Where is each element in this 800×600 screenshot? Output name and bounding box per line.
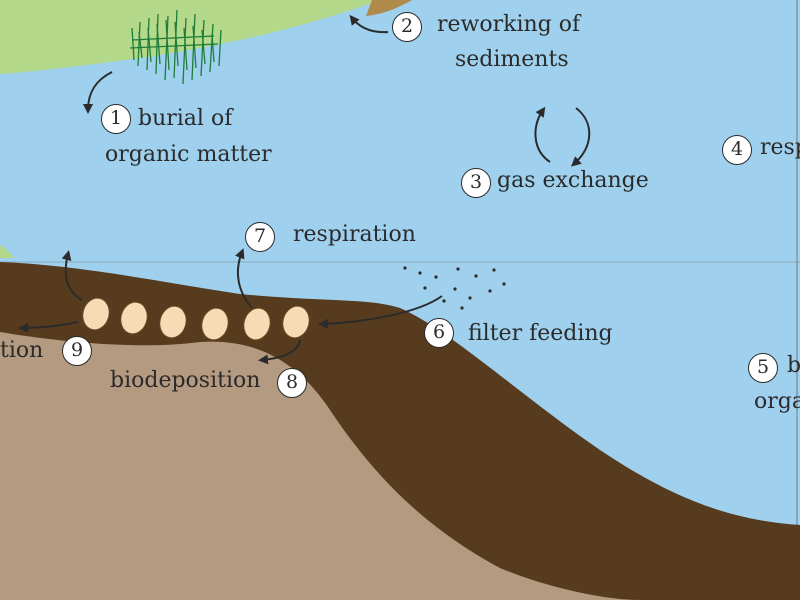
respiration-label: respiration — [293, 222, 416, 247]
arrow-respiration-left — [61, 250, 83, 301]
arrow-burial — [83, 71, 113, 114]
mussel — [201, 307, 229, 341]
process-number-8: 8 — [277, 368, 307, 398]
process-number-3: 3 — [461, 168, 491, 198]
process-number-1: 1 — [101, 104, 131, 134]
arrow-respiration — [235, 248, 253, 309]
mussel — [243, 307, 271, 341]
process-5-label-line1: b — [787, 353, 800, 378]
mussel — [282, 305, 310, 339]
mussel — [120, 301, 148, 335]
reworking-label-line2: sediments — [455, 47, 569, 72]
burial-label-line2: organic matter — [105, 142, 272, 167]
filter-feeding-label: filter feeding — [468, 321, 613, 346]
biodeposition-label: biodeposition — [110, 368, 261, 393]
process-number-7: 7 — [245, 222, 275, 252]
process-number-9: 9 — [62, 336, 92, 366]
burial-label-line1: burial of — [138, 106, 233, 131]
mussel — [82, 297, 110, 331]
arrow-gas-down — [571, 107, 591, 167]
process-number-6: 6 — [424, 318, 454, 348]
shore-edge — [0, 245, 14, 258]
gas-exchange-label: gas exchange — [497, 168, 649, 193]
process-number-5: 5 — [748, 353, 778, 383]
reworking-label-line1: reworking of — [437, 12, 581, 37]
arrow-filter-feeding — [318, 295, 443, 329]
process-5-label-line2: orga — [754, 389, 800, 414]
process-9-label: tion — [0, 338, 44, 363]
sediment-layer-light — [0, 332, 640, 600]
seagrass-patch — [129, 9, 222, 85]
process-number-2: 2 — [392, 12, 422, 42]
arrow-reworking — [349, 14, 389, 34]
shoreline-sand — [366, 0, 412, 16]
suspended-particles — [403, 266, 506, 310]
arrow-biodeposition — [258, 339, 301, 365]
process-arrows — [18, 14, 591, 365]
arrow-tion — [18, 321, 79, 333]
mussel — [159, 305, 187, 339]
mussel-bed — [82, 297, 310, 341]
process-number-4: 4 — [722, 135, 752, 165]
respiration-pelagic-label: resp — [760, 135, 800, 160]
arrow-gas-up — [534, 106, 551, 163]
